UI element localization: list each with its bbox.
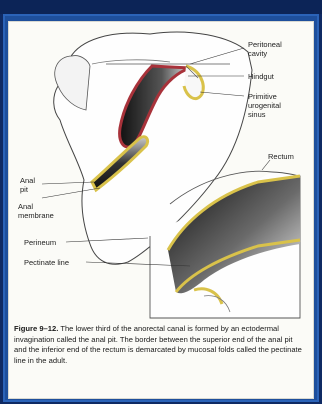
label-pectinate-line: Pectinate line <box>24 258 69 267</box>
label-anal-pit: Anal pit <box>20 176 35 194</box>
label-rectum: Rectum <box>268 152 294 161</box>
label-primitive-urogenital-sinus: Primitive urogenital sinus <box>248 92 281 119</box>
caption-figure-label: Figure 9–12. <box>14 324 58 333</box>
figure-caption: Figure 9–12. The lower third of the anor… <box>14 324 304 366</box>
label-peritoneal-cavity: Peritoneal cavity <box>248 40 282 58</box>
label-hindgut: Hindgut <box>248 72 274 81</box>
label-perineum: Perineum <box>24 238 56 247</box>
label-anal-membrane: Anal membrane <box>18 202 54 220</box>
caption-text: The lower third of the anorectal canal i… <box>14 324 302 365</box>
